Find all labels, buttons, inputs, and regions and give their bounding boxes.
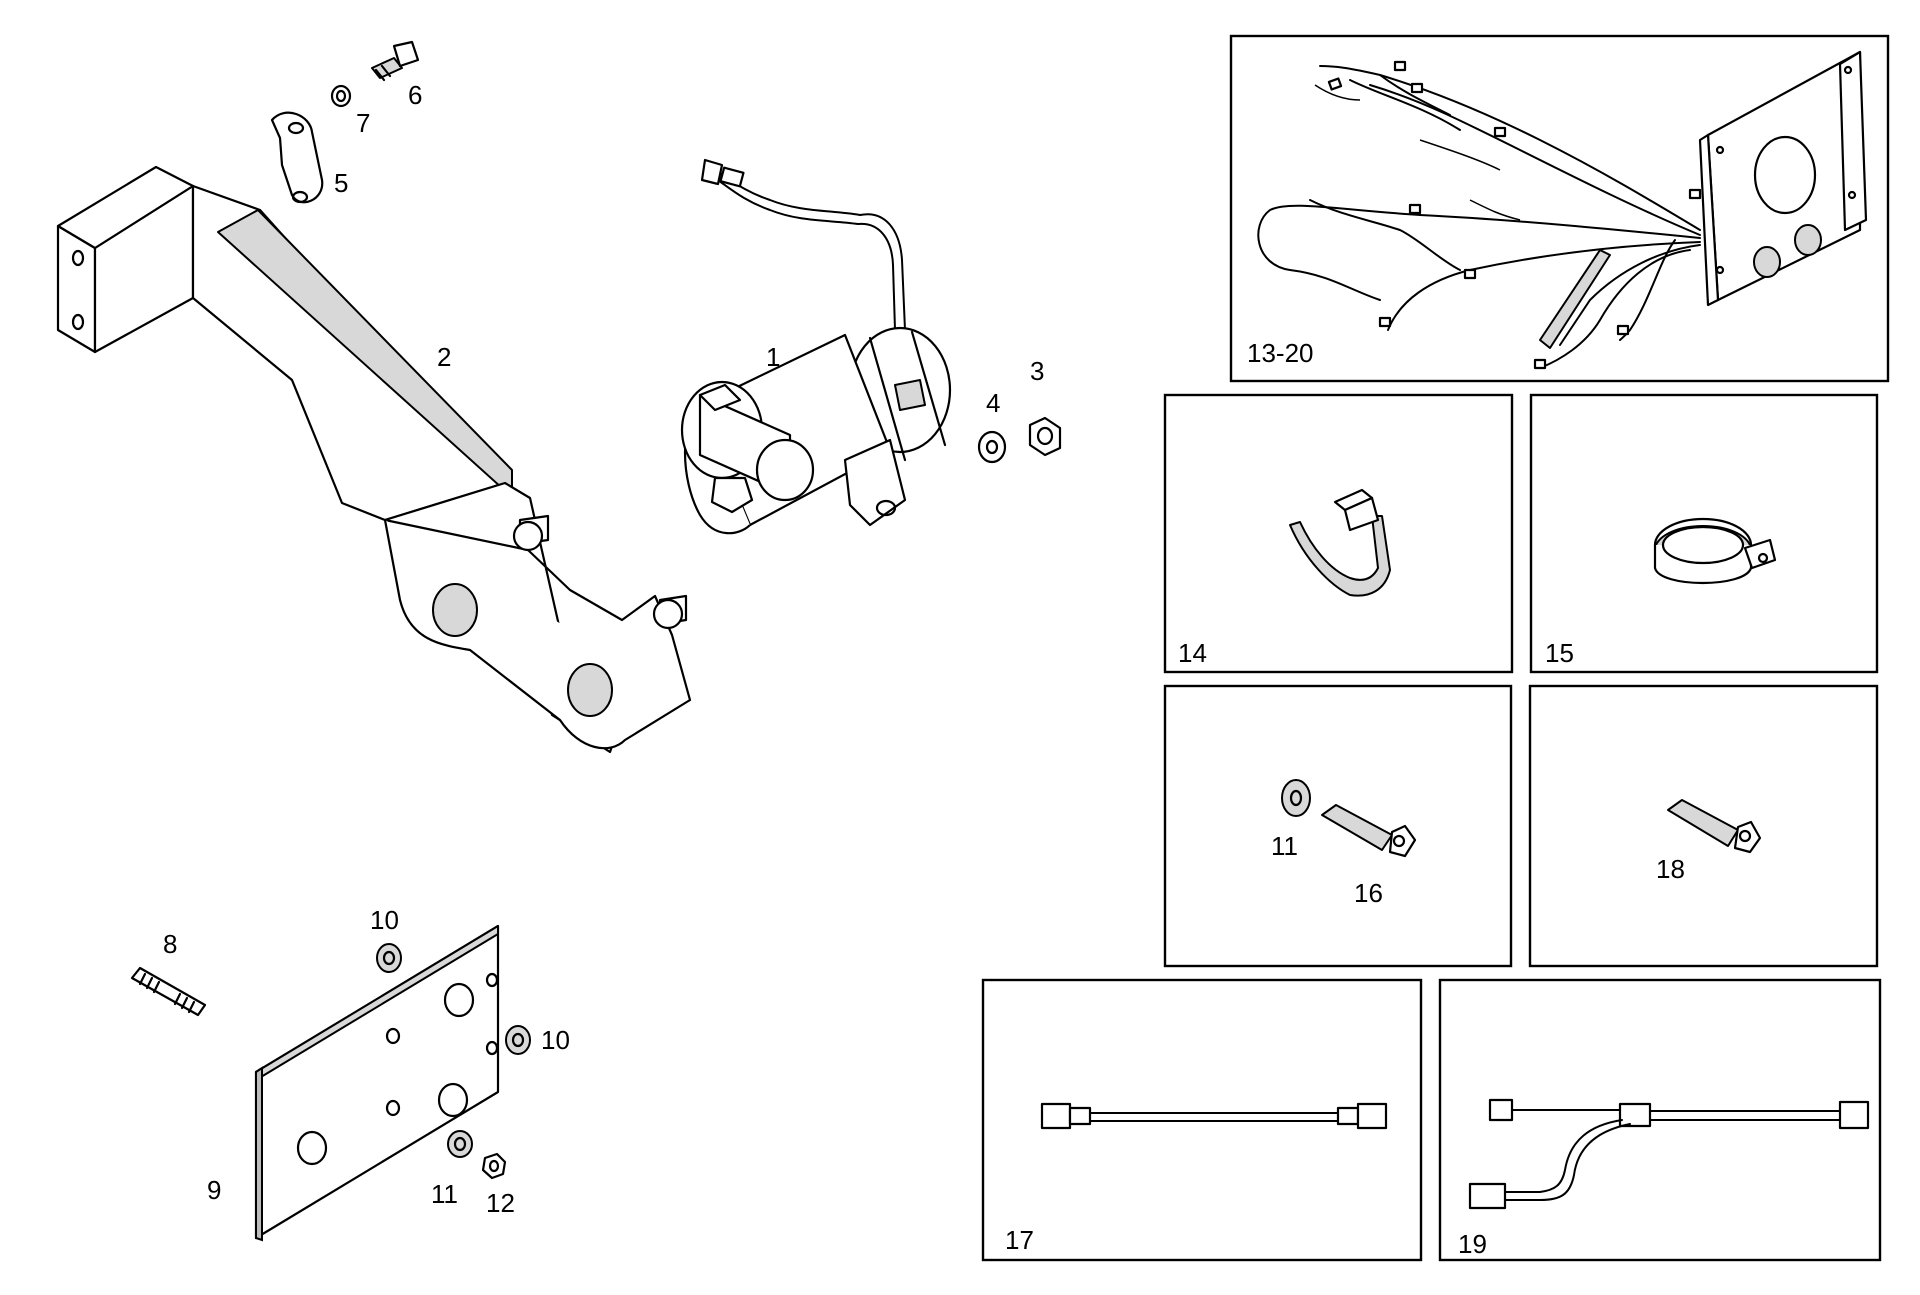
label-16: 16: [1354, 878, 1383, 908]
washer-part-11-plate: [447, 1130, 473, 1158]
label-6: 6: [408, 80, 422, 110]
washer-part-7: [330, 84, 352, 108]
motor-part-1: [680, 158, 952, 535]
label-5: 5: [334, 168, 348, 198]
bolt-part-6: [371, 40, 420, 82]
label-1: 1: [766, 342, 780, 372]
panel-17: [981, 978, 1423, 1262]
label-2: 2: [437, 342, 451, 372]
nut-part-12: [481, 1152, 507, 1180]
bracket-part-2: [56, 165, 692, 754]
label-11-plate: 11: [431, 1179, 458, 1209]
nut-part-3: [1028, 416, 1062, 457]
panel-label-17: 17: [1005, 1225, 1034, 1255]
washer-part-4: [977, 430, 1007, 464]
clamp-part-5: [270, 111, 324, 204]
panel-15: [1529, 393, 1879, 674]
panel-label-19: 19: [1458, 1229, 1487, 1259]
panel-19: [1438, 978, 1882, 1262]
panel-14: [1163, 393, 1514, 674]
panel-label-14: 14: [1178, 638, 1207, 668]
label-10-top: 10: [370, 905, 399, 935]
label-4: 4: [986, 388, 1000, 418]
stud-part-8: [130, 966, 207, 1017]
label-18: 18: [1656, 854, 1685, 884]
panel-18: [1528, 684, 1879, 968]
panel-11-16: [1163, 684, 1513, 968]
label-11-panel: 11: [1271, 831, 1298, 861]
panel-13-20: [1229, 34, 1890, 383]
label-12: 12: [486, 1188, 515, 1218]
label-3: 3: [1030, 356, 1044, 386]
nut-part-10-top: [376, 943, 402, 973]
plate-part-9: [254, 924, 500, 1242]
nut-part-10-side: [505, 1025, 531, 1055]
panel-label-13-20: 13-20: [1247, 338, 1314, 368]
panel-label-15: 15: [1545, 638, 1574, 668]
label-9: 9: [207, 1175, 221, 1205]
label-10-side: 10: [541, 1025, 570, 1055]
label-7: 7: [356, 108, 370, 138]
label-8: 8: [163, 929, 177, 959]
